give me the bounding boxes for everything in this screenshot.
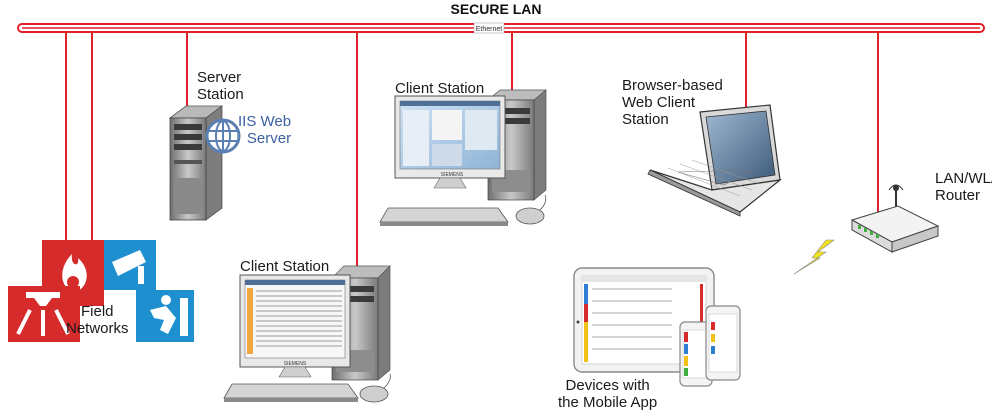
bus-label: Ethernet (476, 26, 503, 33)
network-title: SECURE LAN (450, 1, 542, 17)
client-station-bottom-label: Client Station (240, 258, 330, 275)
globe-icon (205, 118, 241, 154)
screen-brand-bottom: SIEMENS (284, 361, 307, 367)
phone-devices (679, 305, 741, 387)
router-label: LAN/WLAN Router (935, 170, 992, 204)
field-networks-icons (8, 240, 194, 342)
client-station-bottom-computer (223, 265, 391, 403)
drop-lines (65, 32, 879, 268)
laptop-icon (647, 104, 783, 217)
iis-web-server-label: IIS Web Server (238, 113, 292, 147)
client-station-top-label: Client Station (395, 80, 485, 97)
mobile-devices-label: Devices with the Mobile App (558, 377, 658, 411)
client-station-top-computer (379, 89, 547, 226)
wireless-bolt-icon (793, 239, 835, 275)
lan-bus: Ethernet (17, 22, 985, 34)
screen-brand-top: SIEMENS (441, 172, 464, 178)
server-station-label: Server Station (197, 69, 244, 103)
web-client-station-label: Browser-based Web Client Station (622, 77, 723, 128)
field-networks-label: Field Networks (66, 303, 129, 337)
router-icon (850, 184, 940, 253)
